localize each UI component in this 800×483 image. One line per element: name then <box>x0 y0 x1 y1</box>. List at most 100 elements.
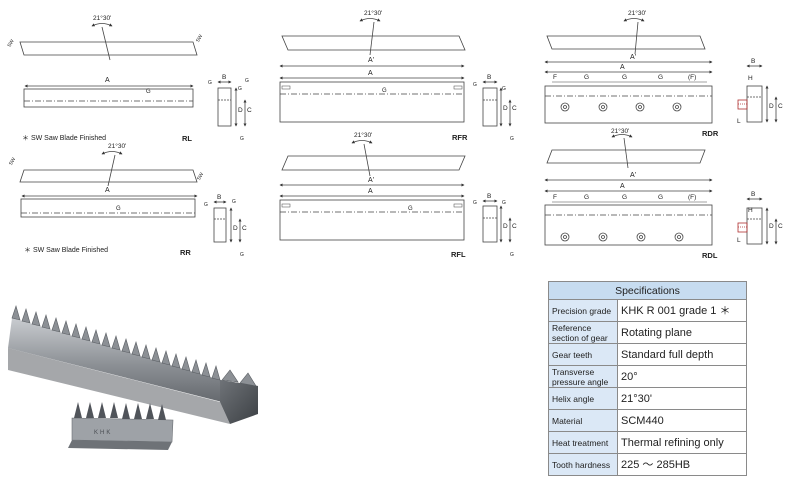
rfl-angle-arc <box>351 140 373 144</box>
spec-row-reference-section: Reference section of gear Rotating plane <box>548 321 747 344</box>
rfl-helix-line <box>363 143 371 177</box>
spec-label: Reference section of gear <box>548 321 618 344</box>
rl-helix-line <box>101 26 111 61</box>
rfl-dim-c: C <box>512 223 517 230</box>
rdr-dim-b: B <box>751 58 755 65</box>
rdr-dim-h: H <box>748 75 753 82</box>
spec-row-gear-teeth: Gear teeth Standard full depth <box>548 343 747 366</box>
rfl-dim-a: A <box>368 188 373 195</box>
rr-g-mark-1: G <box>204 202 208 208</box>
rl-dim-d: D <box>238 107 243 114</box>
rfl-dim-a-prime: A' <box>368 177 374 184</box>
rfr-helix-angle-label: 21°30' <box>364 9 382 17</box>
rl-g-mark-1: G <box>208 80 212 86</box>
rdr-section-view <box>746 85 763 123</box>
rdl-hole <box>674 232 684 242</box>
rdl-dim-l: L <box>737 237 741 244</box>
rfr-angle-arc <box>359 18 381 22</box>
rdr-pitch-g1: G <box>584 74 589 81</box>
rr-sw-mark-left: SW <box>8 156 17 166</box>
rdr-angle-arc <box>623 18 645 22</box>
rr-dim-d: D <box>233 225 238 232</box>
rr-section-view <box>213 207 227 243</box>
rdr-pitch-g2: G <box>622 74 627 81</box>
specifications-title: Specifications <box>548 281 747 300</box>
rdl-hole <box>636 232 646 242</box>
rdr-pitch-g3: G <box>658 74 663 81</box>
rr-note: ＊ SW Saw Blade Finished <box>24 247 108 254</box>
rfr-dim-a: A <box>368 70 373 77</box>
rl-g-mark-3: G <box>245 78 249 84</box>
spec-label: Gear teeth <box>548 343 618 366</box>
rdr-helix-angle-label: 21°30' <box>628 9 646 17</box>
rdl-helix-line <box>623 137 629 169</box>
drawing-rdr: 21°30' A' A F G G G (F) B <box>544 9 783 138</box>
rdl-hole <box>598 232 608 242</box>
rdl-holes <box>560 232 684 242</box>
rdl-pitch-g1: G <box>584 194 589 201</box>
rdl-pitch-g3: G <box>658 194 663 201</box>
specifications-table: Specifications Precision grade KHK R 001… <box>548 281 747 476</box>
rdr-dim-c: C <box>778 103 783 110</box>
rr-dim-b: B <box>217 194 221 201</box>
rdl-pitch-f2: (F) <box>688 194 696 201</box>
rdl-pitch-f: F <box>553 194 557 201</box>
rl-sw-mark-right: SW <box>195 33 204 43</box>
rfl-g-mark-3: G <box>510 252 514 258</box>
spec-label: Material <box>548 409 618 432</box>
rl-dim-a: A <box>105 77 110 84</box>
rfl-code: RFL <box>451 250 466 259</box>
rdl-dim-c: C <box>778 223 783 230</box>
spec-value: 20° <box>617 365 747 388</box>
rfr-dim-b: B <box>487 74 491 81</box>
rl-dim-c: C <box>247 107 252 114</box>
drawing-rdl: 21°30' A' A F G G G (F) B <box>544 127 783 260</box>
rfl-top-view <box>281 155 466 171</box>
rdr-side-view <box>544 85 713 124</box>
drawing-rfr: 21°30' A' A G B D C G G G RFR <box>279 9 517 142</box>
rfr-dim-a-prime: A' <box>368 57 374 64</box>
rl-angle-arc <box>91 23 113 27</box>
rr-dim-a: A <box>105 187 110 194</box>
drawing-rr: 21°30' SW SW A G B D C G G G ＊ SW Saw Bl… <box>8 142 247 258</box>
rfl-dim-g: G <box>408 206 413 212</box>
spec-row-precision-grade: Precision grade KHK R 001 grade 1 ＊ <box>548 299 747 322</box>
photo-stamp: KHK <box>94 430 112 436</box>
rr-helix-angle-label: 21°30' <box>108 142 126 150</box>
rr-sw-mark-right: SW <box>196 171 205 181</box>
rl-code: RL <box>182 134 192 143</box>
rl-sw-mark-left: SW <box>7 38 16 48</box>
rdl-dim-a: A <box>620 183 625 190</box>
spec-value: KHK R 001 grade 1 ＊ <box>617 299 747 322</box>
rdl-dim-d: D <box>769 223 774 230</box>
rfl-section-view <box>482 205 498 243</box>
spec-row-tooth-hardness: Tooth hardness 225 ～ 285HB <box>548 453 747 476</box>
rfr-section-view <box>482 87 498 127</box>
rr-angle-arc <box>101 151 123 155</box>
spec-value: 225 ～ 285HB <box>617 453 747 476</box>
helical-rack-photo: KHK <box>8 290 260 466</box>
rdr-hole <box>560 102 570 112</box>
rdl-helix-angle-label: 21°30' <box>611 127 629 135</box>
rfl-side-view <box>279 199 465 241</box>
spec-row-pressure-angle: Transverse pressure angle 20° <box>548 365 747 388</box>
rdl-dim-h: H <box>748 207 753 214</box>
rdl-dim-b: B <box>751 191 755 198</box>
rfr-dim-g: G <box>382 88 387 94</box>
spec-value: 21°30' <box>617 387 747 410</box>
rdl-code: RDL <box>702 251 718 260</box>
rfr-dim-c: C <box>512 105 517 112</box>
rdr-dim-d: D <box>769 103 774 110</box>
spec-label: Heat treatment <box>548 431 618 454</box>
rfr-code: RFR <box>452 133 468 142</box>
rr-dim-g: G <box>116 206 121 212</box>
rr-g-mark-2: G <box>232 199 236 205</box>
rl-helix-angle-label: 21°30' <box>93 14 111 22</box>
rdl-top-view <box>546 149 706 164</box>
rdr-code: RDR <box>702 129 719 138</box>
spec-row-material: Material SCM440 <box>548 409 747 432</box>
spec-label: Helix angle <box>548 387 618 410</box>
rdl-hole <box>560 232 570 242</box>
drawing-rl: 21°30' SW SW A G B D C G G G G ＊ SW Saw … <box>7 14 252 143</box>
